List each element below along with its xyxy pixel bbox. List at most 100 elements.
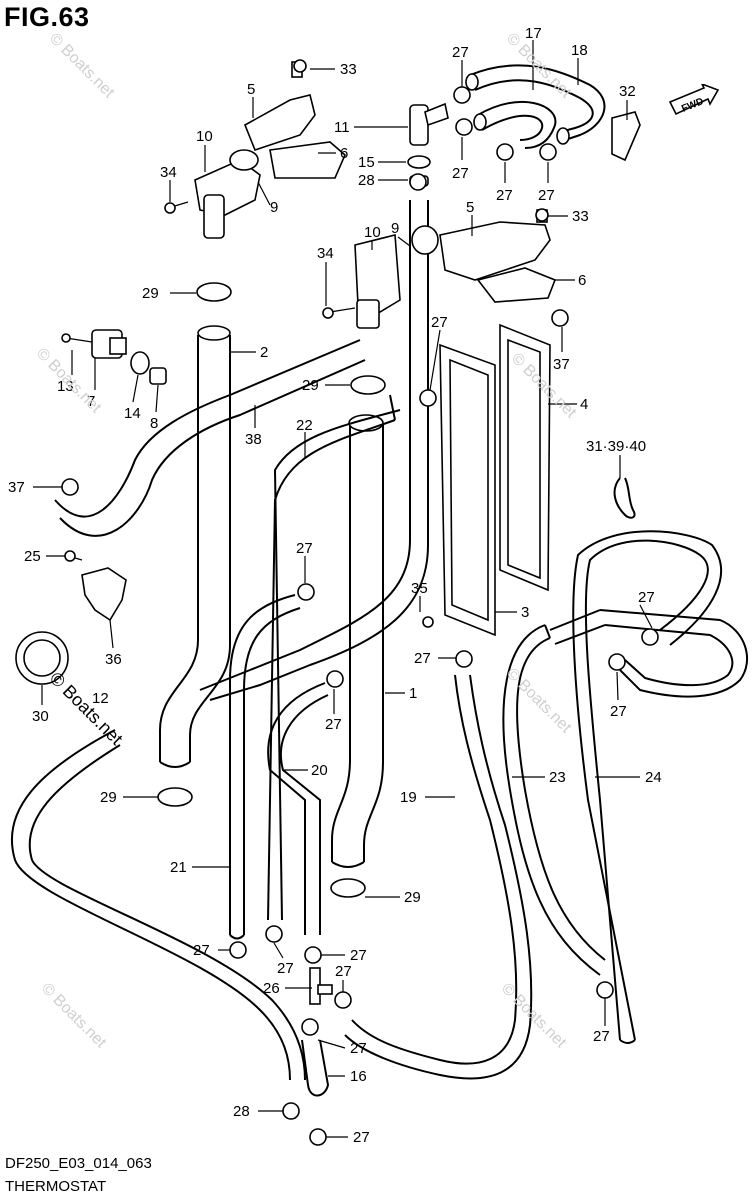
gasket-4 [499,323,551,592]
hose-clamps [61,86,659,1146]
callout-27-k: 27 [193,942,210,959]
callout-11: 11 [334,119,350,136]
callout-16: 16 [350,1068,367,1085]
callout-27-j: 27 [325,716,342,733]
hose-1 [331,414,384,868]
callout-37-a: 37 [553,356,570,373]
callout-19: 19 [400,789,417,806]
callout-21: 21 [170,859,187,876]
hose-12 [10,729,306,1081]
callout-27-f: 27 [296,540,313,557]
callout-30: 30 [32,708,49,725]
cover-plate-3 [439,343,496,637]
callout-24: 24 [645,769,662,786]
leader-lines [33,40,653,1138]
callout-34-center: 34 [317,245,334,262]
callout-27-q: 27 [353,1129,370,1146]
hose-23 [502,609,606,976]
callout-8: 8 [150,415,158,432]
thermostat-cover-center [322,208,557,329]
callout-17: 17 [525,25,542,42]
hose-16 [301,1039,330,1097]
callout-2: 2 [260,344,268,361]
callout-7: 7 [87,393,95,410]
callout-27-a: 27 [452,44,469,61]
callout-28-b: 28 [233,1103,250,1120]
hose-17 [465,64,606,145]
callout-29-a: 29 [142,285,159,302]
callout-5-center: 5 [466,199,474,216]
callout-10-upper: 10 [196,128,213,145]
diagram-name: THERMOSTAT [5,1178,107,1195]
hose-19 [344,674,533,1080]
hose-38 [54,339,366,537]
callout-6-upper: 6 [340,145,348,162]
callout-25: 25 [24,548,41,565]
hose-center-vertical [199,200,429,701]
callout-29-d: 29 [100,789,117,806]
callout-23: 23 [549,769,566,786]
hose-24 [572,530,723,1044]
callout-27-m: 27 [350,947,367,964]
callout-3: 3 [521,604,529,621]
callout-26: 26 [263,980,280,997]
hose-21 [229,594,301,940]
fwd-arrow-icon: FWD [668,84,720,116]
sensor-group-7 [61,329,167,385]
hose-20 [267,682,329,935]
callout-37-b: 37 [8,479,25,496]
elbow-11 [407,102,449,187]
callout-1: 1 [409,685,417,702]
callout-4: 4 [580,396,588,413]
callout-27-o: 27 [350,1040,367,1057]
callout-18: 18 [571,42,588,59]
callout-13: 13 [57,378,74,395]
callout-27-l: 27 [277,960,294,977]
callout-14: 14 [124,405,141,422]
callout-27-h: 27 [414,650,431,667]
hoses [10,64,749,1097]
hose-22 [267,394,401,921]
callout-27-c: 27 [496,187,513,204]
callout-27-n: 27 [335,963,352,980]
callout-9-upper: 9 [270,199,278,216]
clamp-30 [15,631,69,685]
diagram-code: DF250_E03_014_063 [5,1155,152,1172]
callout-27-i: 27 [610,703,627,720]
callout-34-upper: 34 [160,164,177,181]
hose-2 [159,325,231,768]
callout-22: 22 [296,417,313,434]
callout-labels: 33 5 10 6 34 9 29 27 17 18 32 11 15 28 2… [8,25,662,1146]
callout-10-center: 10 [364,224,381,241]
hose-18 [473,100,557,149]
figure-title: FIG.63 [4,2,90,32]
callout-27-e: 27 [431,314,448,331]
callout-20: 20 [311,762,328,779]
callout-9-center: 9 [391,220,399,237]
callout-5-upper: 5 [247,81,255,98]
callout-27-p: 27 [593,1028,610,1045]
parts [15,59,659,1146]
hose-right-loop [599,609,749,698]
callout-6-center: 6 [578,272,586,289]
callout-28-a: 28 [358,172,375,189]
joint-26 [309,967,333,1005]
callout-36: 36 [105,651,122,668]
callout-32: 32 [619,83,636,100]
callout-15: 15 [358,154,375,171]
callout-27-g: 27 [638,589,655,606]
callout-31-39-40: 31·39·40 [586,438,646,455]
clip-32 [611,111,641,162]
callout-29-b: 29 [302,377,319,394]
callout-29-c: 29 [404,889,421,906]
callout-33-center: 33 [572,208,589,225]
callout-27-d: 27 [538,187,555,204]
bracket-36 [64,550,127,622]
callout-27-b: 27 [452,165,469,182]
callout-38: 38 [245,431,262,448]
thermostat-cover-upper [164,59,346,239]
callout-35: 35 [411,580,428,597]
callout-12: 12 [92,690,109,707]
clip-31-39-40 [613,477,636,519]
